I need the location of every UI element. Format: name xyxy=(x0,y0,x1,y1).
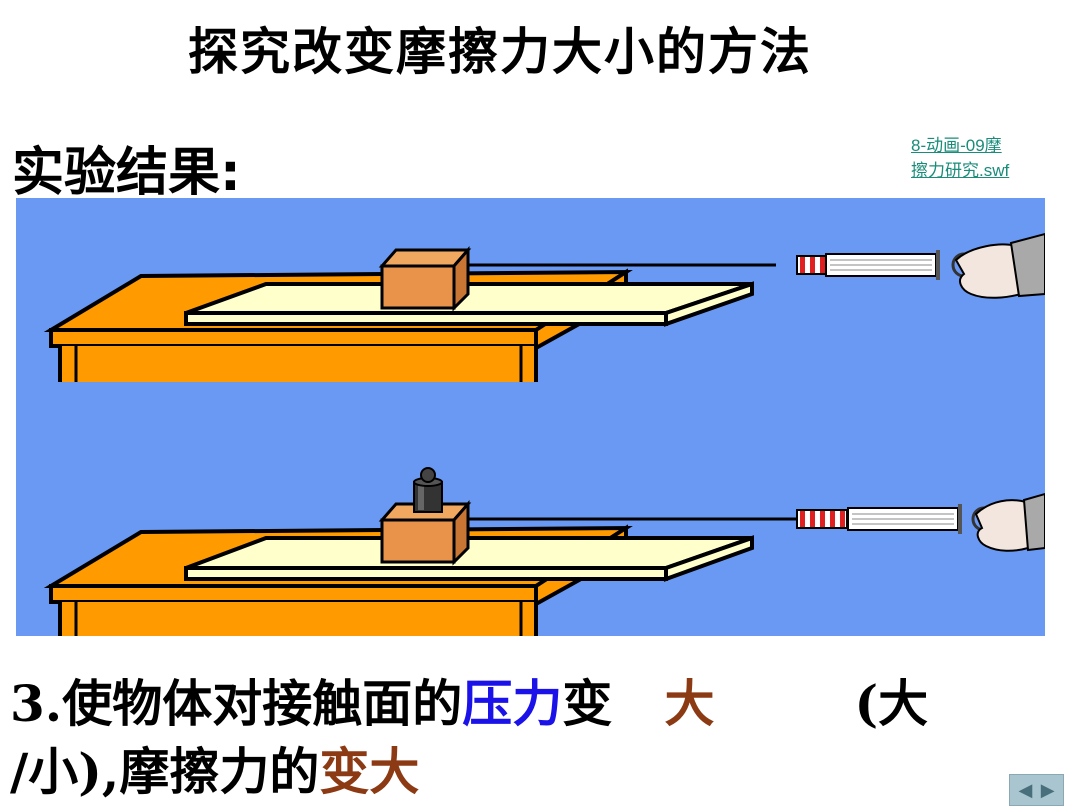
conclusion-answer: 大 xyxy=(664,674,715,733)
conclusion-part3: (大 xyxy=(854,674,929,733)
hand-icon xyxy=(974,492,1045,552)
experiment-drawing xyxy=(43,232,1045,636)
setup-without-weight xyxy=(43,232,1045,382)
conclusion-part2: 变 xyxy=(562,674,613,733)
hand-icon xyxy=(954,232,1045,299)
spring-scale-icon xyxy=(796,250,977,280)
animation-link[interactable]: 8-动画-09摩 擦力研究.swf xyxy=(911,133,1051,183)
animation-link-line1[interactable]: 8-动画-09摩 xyxy=(911,136,1002,155)
conclusion-part1: 3.使物体对接触面的 xyxy=(10,674,463,733)
setup-with-weight xyxy=(43,467,1045,636)
spring-scale-icon xyxy=(796,504,997,534)
prev-arrow-icon[interactable]: ◀ xyxy=(1018,779,1033,801)
conclusion-result: 变大 xyxy=(319,742,420,801)
board-icon xyxy=(184,535,754,582)
conclusion-text: 3.使物体对接触面的压力变 大 (大/小),摩擦力的变大 xyxy=(10,670,1070,806)
weight-icon xyxy=(413,467,443,513)
next-arrow-icon[interactable]: ▶ xyxy=(1040,779,1055,801)
experiment-illustration xyxy=(16,198,1045,636)
wooden-block-icon xyxy=(378,246,472,312)
section-heading: 实验结果: xyxy=(12,143,241,203)
slide-title: 探究改变摩擦力大小的方法 xyxy=(188,23,812,81)
board-icon xyxy=(184,281,754,327)
conclusion-highlight-pressure: 压力 xyxy=(462,674,563,733)
slide-navigation: ◀ ▶ xyxy=(1009,774,1064,806)
conclusion-part4: /小),摩擦力的 xyxy=(10,742,320,801)
animation-link-line2[interactable]: 擦力研究.swf xyxy=(911,161,1010,180)
